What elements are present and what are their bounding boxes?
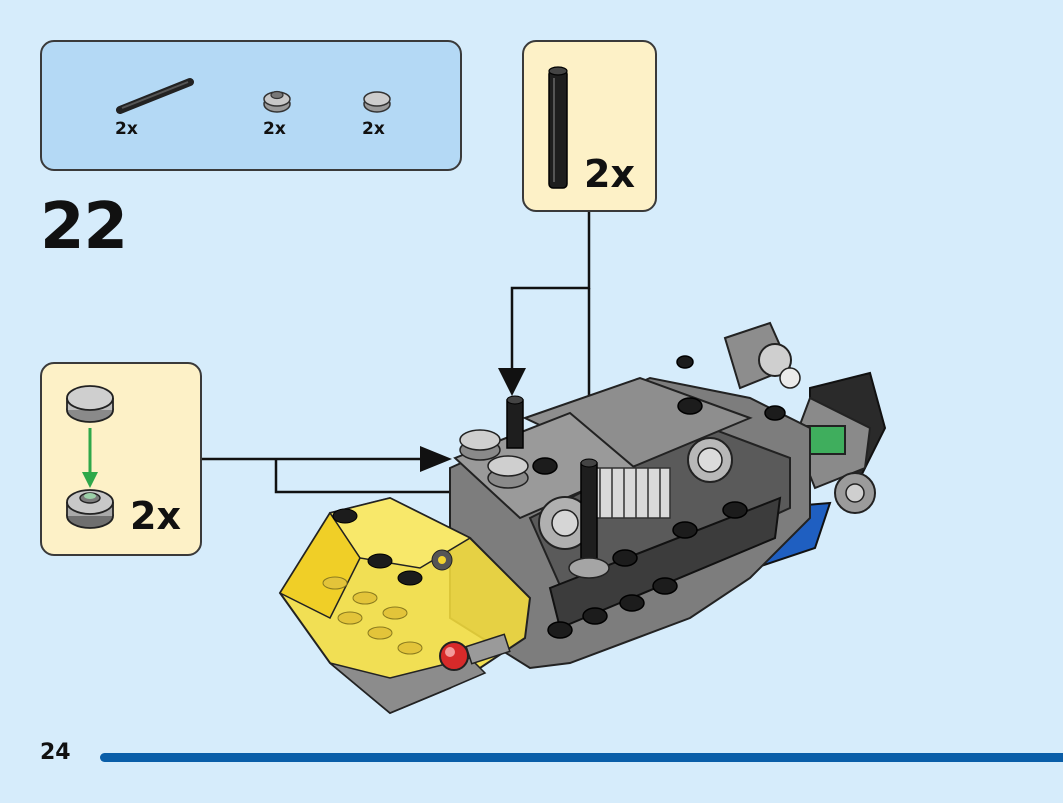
parts-qty-1: 2x (115, 119, 138, 139)
callout-bar: 2x (522, 40, 657, 212)
stacked-round-plates-icon (66, 385, 114, 529)
black-axle-pin-icon (116, 78, 194, 114)
parts-qty-2: 2x (263, 119, 286, 139)
page-number: 24 (40, 740, 71, 765)
gray-round-tile-icon (363, 91, 391, 113)
parts-list-box: 2x 2x 2x (40, 40, 462, 171)
vehicle-model-illustration (278, 321, 887, 715)
callout-plate-qty: 2x (130, 494, 181, 538)
progress-bar (100, 753, 1063, 762)
parts-qty-3: 2x (362, 119, 385, 139)
step-number: 22 (40, 190, 128, 264)
callout-plate-assembly: 2x (40, 362, 202, 556)
black-bar-icon (548, 66, 568, 189)
gray-round-plate-with-ring-icon (263, 90, 291, 113)
callout-bar-qty: 2x (584, 152, 635, 196)
